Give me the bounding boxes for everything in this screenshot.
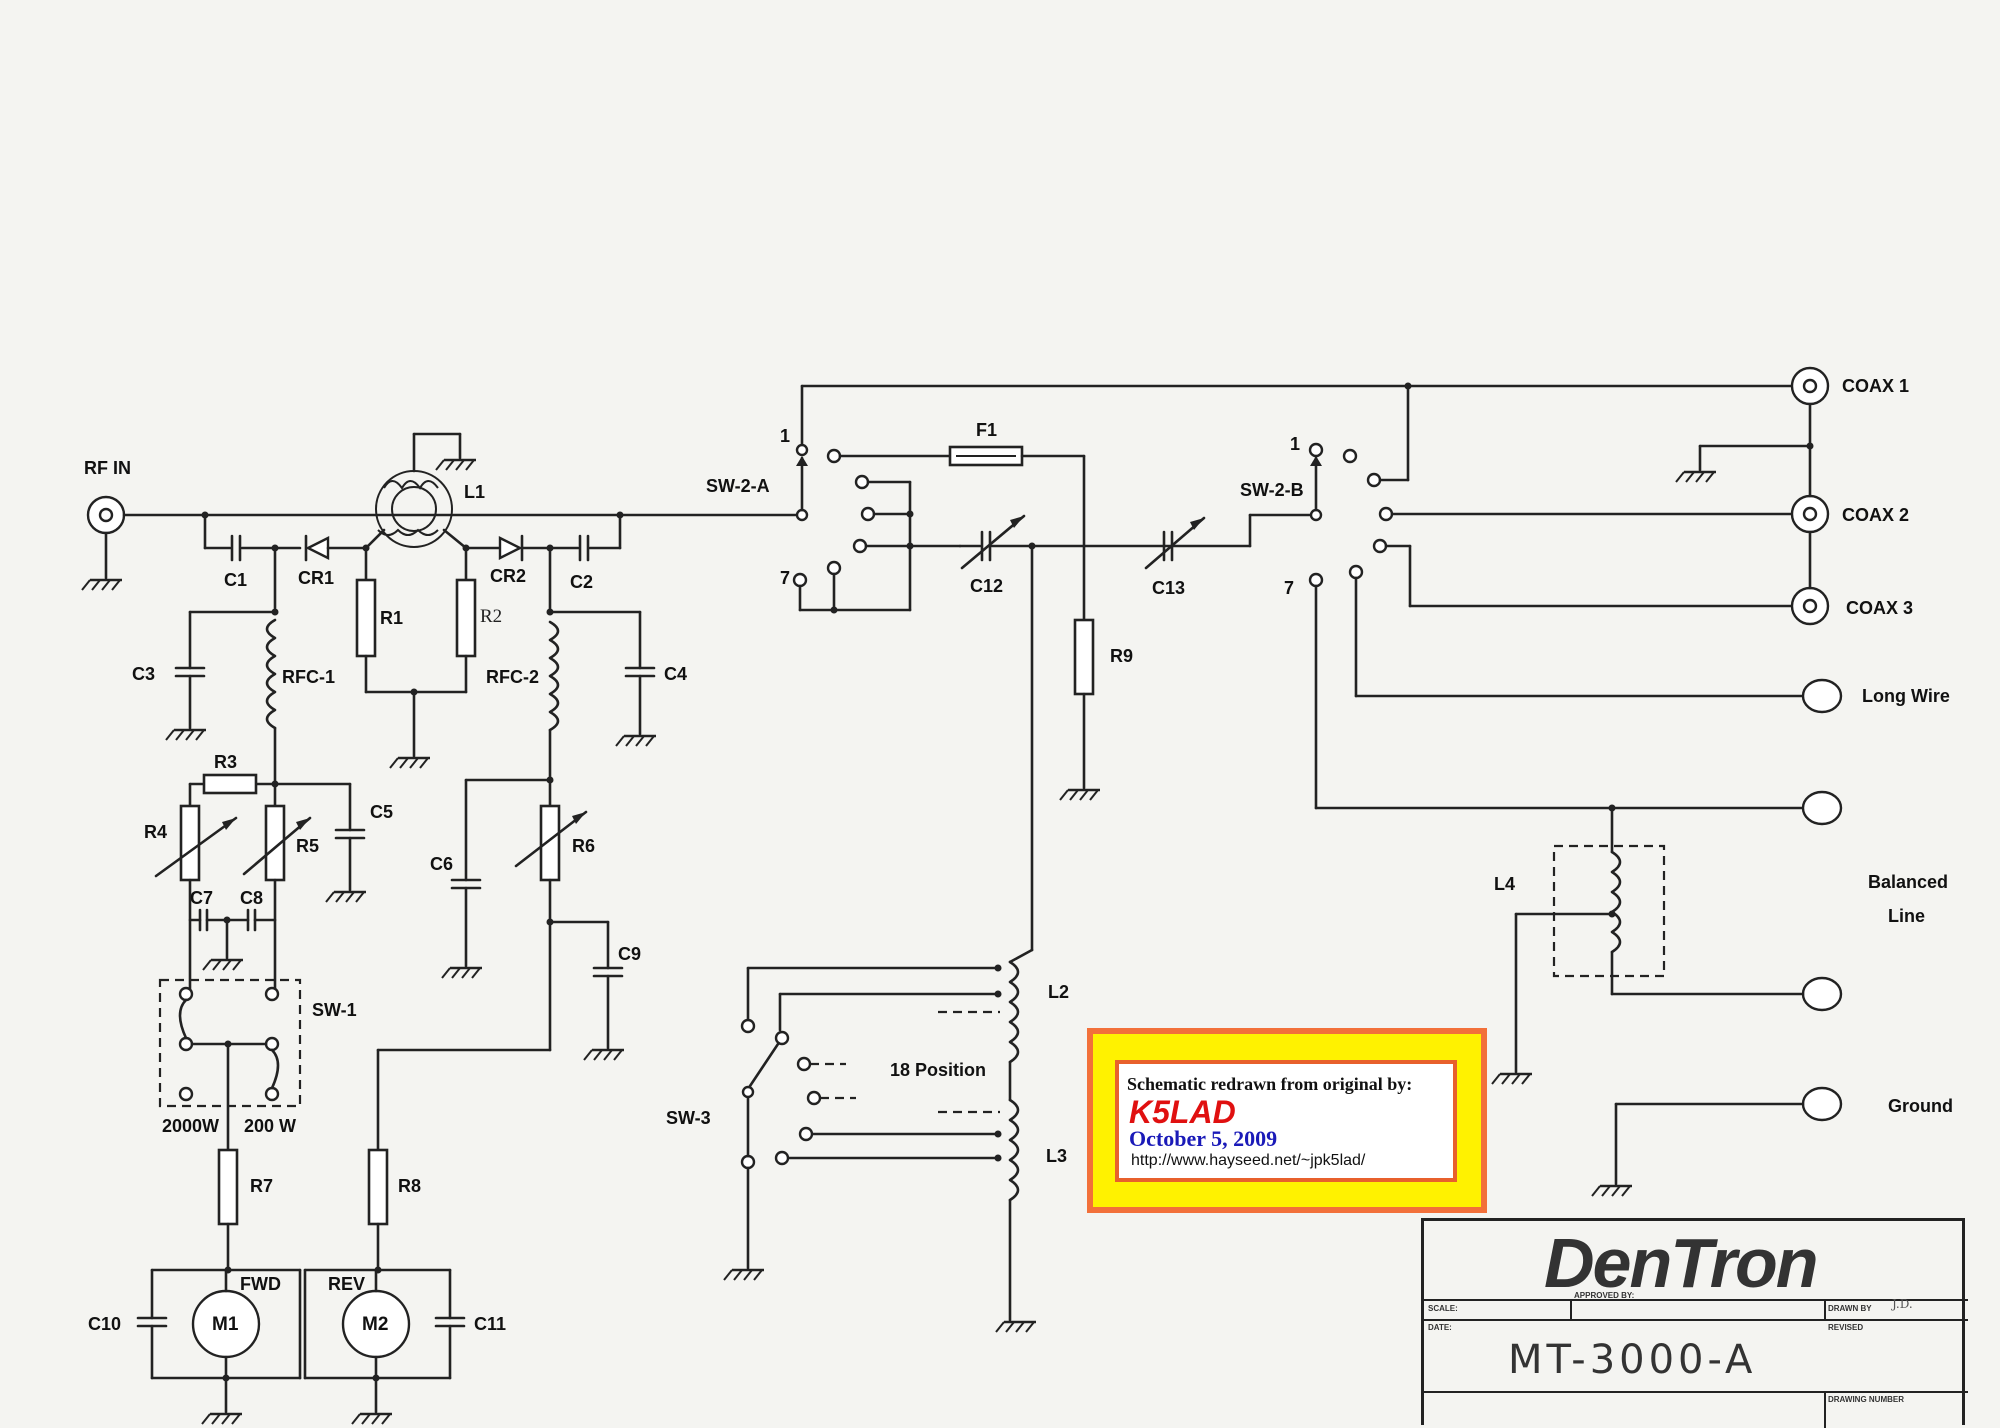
rf-in-connector xyxy=(80,495,126,592)
c8-label: C8 xyxy=(240,888,263,908)
c10-label: C10 xyxy=(88,1314,121,1334)
rfc2-label: RFC-2 xyxy=(486,667,539,687)
balanced-line-terminal-a xyxy=(1801,790,1843,826)
l2-inductor xyxy=(1008,960,1020,1064)
c1-label: C1 xyxy=(224,570,247,590)
c6-label: C6 xyxy=(430,854,453,874)
sw2b-pos7-label: 7 xyxy=(1284,578,1294,598)
long-wire-label: Long Wire xyxy=(1862,686,1950,706)
r3-label: R3 xyxy=(214,752,237,772)
ground-label: Ground xyxy=(1888,1096,1953,1116)
l4-balun-box xyxy=(1552,844,1666,978)
date-caption: DATE: xyxy=(1428,1323,1452,1332)
rfc1-label: RFC-1 xyxy=(282,667,335,687)
balanced-line-terminal-b xyxy=(1801,976,1843,1012)
line-label: Line xyxy=(1888,906,1925,926)
c7-label: C7 xyxy=(190,888,213,908)
c9-label: C9 xyxy=(618,944,641,964)
c5-label: C5 xyxy=(370,802,393,822)
coax1-label: COAX 1 xyxy=(1842,376,1909,396)
c11-label: C11 xyxy=(474,1314,506,1334)
rfc2-inductor xyxy=(548,620,560,732)
r4-label: R4 xyxy=(144,822,167,842)
l1-label: L1 xyxy=(464,482,485,502)
r7-resistor xyxy=(217,1148,239,1226)
c2-label: C2 xyxy=(570,572,593,592)
r6-label: R6 xyxy=(572,836,595,856)
credit-callsign: K5LAD xyxy=(1129,1094,1236,1130)
sw1-switch-box xyxy=(158,978,302,1108)
c4-label: C4 xyxy=(664,664,687,684)
l3-label: L3 xyxy=(1046,1146,1067,1166)
sw3-18-position-label: 18 Position xyxy=(890,1060,986,1080)
approved-by-caption: APPROVED BY: xyxy=(1574,1291,1635,1300)
revised-caption: REVISED xyxy=(1828,1323,1864,1332)
drawn-by-value: J.D. xyxy=(1892,1297,1913,1311)
sw2a-label: SW-2-A xyxy=(706,476,770,496)
l4-label: L4 xyxy=(1494,874,1515,894)
sw2a-pos7-label: 7 xyxy=(780,568,790,588)
r8-label: R8 xyxy=(398,1176,421,1196)
r2-resistor xyxy=(455,578,477,658)
l3-inductor xyxy=(1008,1098,1020,1202)
l2-label: L2 xyxy=(1048,982,1069,1002)
rev-label: REV xyxy=(328,1274,365,1294)
model-number: MT-3000-A xyxy=(1508,1337,1757,1383)
credit-date: October 5, 2009 xyxy=(1129,1126,1278,1151)
sw3-label: SW-3 xyxy=(666,1108,711,1128)
coax2-connector xyxy=(1790,494,1830,534)
sw2a-pos1-label: 1 xyxy=(780,426,790,446)
sw1-label: SW-1 xyxy=(312,1000,357,1020)
r7-label: R7 xyxy=(250,1176,273,1196)
c3-label: C3 xyxy=(132,664,155,684)
r9-resistor xyxy=(1073,618,1095,696)
l1-toroid xyxy=(375,432,478,548)
coax2-label: COAX 2 xyxy=(1842,505,1909,525)
c13-label: C13 xyxy=(1152,578,1185,598)
ground-terminal xyxy=(1801,1086,1843,1122)
sw2b-pos1-label: 1 xyxy=(1290,434,1300,454)
c12-label: C12 xyxy=(970,576,1003,596)
coax1-connector xyxy=(1790,366,1830,406)
m2-label: M2 xyxy=(362,1314,388,1335)
cr1-label: CR1 xyxy=(298,568,334,588)
drawn-by-caption: DRAWN BY xyxy=(1828,1304,1872,1313)
credit-url: http://www.hayseed.net/~jpk5lad/ xyxy=(1131,1152,1366,1169)
r2-label: R2 xyxy=(480,606,502,627)
sw2b-switch xyxy=(1308,442,1394,588)
r4-resistor xyxy=(179,804,201,882)
f1-label: F1 xyxy=(976,420,997,440)
rf-in-label: RF IN xyxy=(84,458,131,478)
sw2b-label: SW-2-B xyxy=(1240,480,1304,500)
title-block: DenTron SCALE: APPROVED BY: DRAWN BY J.D… xyxy=(1421,1218,1968,1428)
r8-resistor xyxy=(367,1148,389,1226)
credit-box: Schematic redrawn from original by: K5LA… xyxy=(1087,1028,1487,1213)
scale-caption: SCALE: xyxy=(1428,1304,1458,1313)
coax3-connector xyxy=(1790,586,1830,626)
r5-label: R5 xyxy=(296,836,319,856)
cr2-label: CR2 xyxy=(490,566,526,586)
rfc1-inductor xyxy=(265,618,277,730)
credit-inner: Schematic redrawn from original by: K5LA… xyxy=(1115,1060,1457,1182)
balanced-label: Balanced xyxy=(1868,872,1948,892)
coax3-label: COAX 3 xyxy=(1846,598,1913,618)
dentron-logo: DenTron xyxy=(1544,1224,1818,1302)
r3-resistor xyxy=(202,773,258,795)
fwd-label: FWD xyxy=(240,1274,281,1294)
sw2a-switch xyxy=(792,443,876,588)
sw3-switch xyxy=(740,1018,822,1170)
r1-label: R1 xyxy=(380,608,403,628)
l4-inductor xyxy=(1610,850,1622,954)
sw1-2000w-label: 2000W xyxy=(162,1116,219,1136)
drawing-number-caption: DRAWING NUMBER xyxy=(1828,1395,1904,1404)
sw1-200w-label: 200 W xyxy=(244,1116,296,1136)
r1-resistor xyxy=(355,578,377,658)
credit-line: Schematic redrawn from original by: xyxy=(1127,1074,1413,1094)
long-wire-terminal xyxy=(1801,678,1843,714)
r9-label: R9 xyxy=(1110,646,1133,666)
m1-label: M1 xyxy=(212,1314,239,1335)
